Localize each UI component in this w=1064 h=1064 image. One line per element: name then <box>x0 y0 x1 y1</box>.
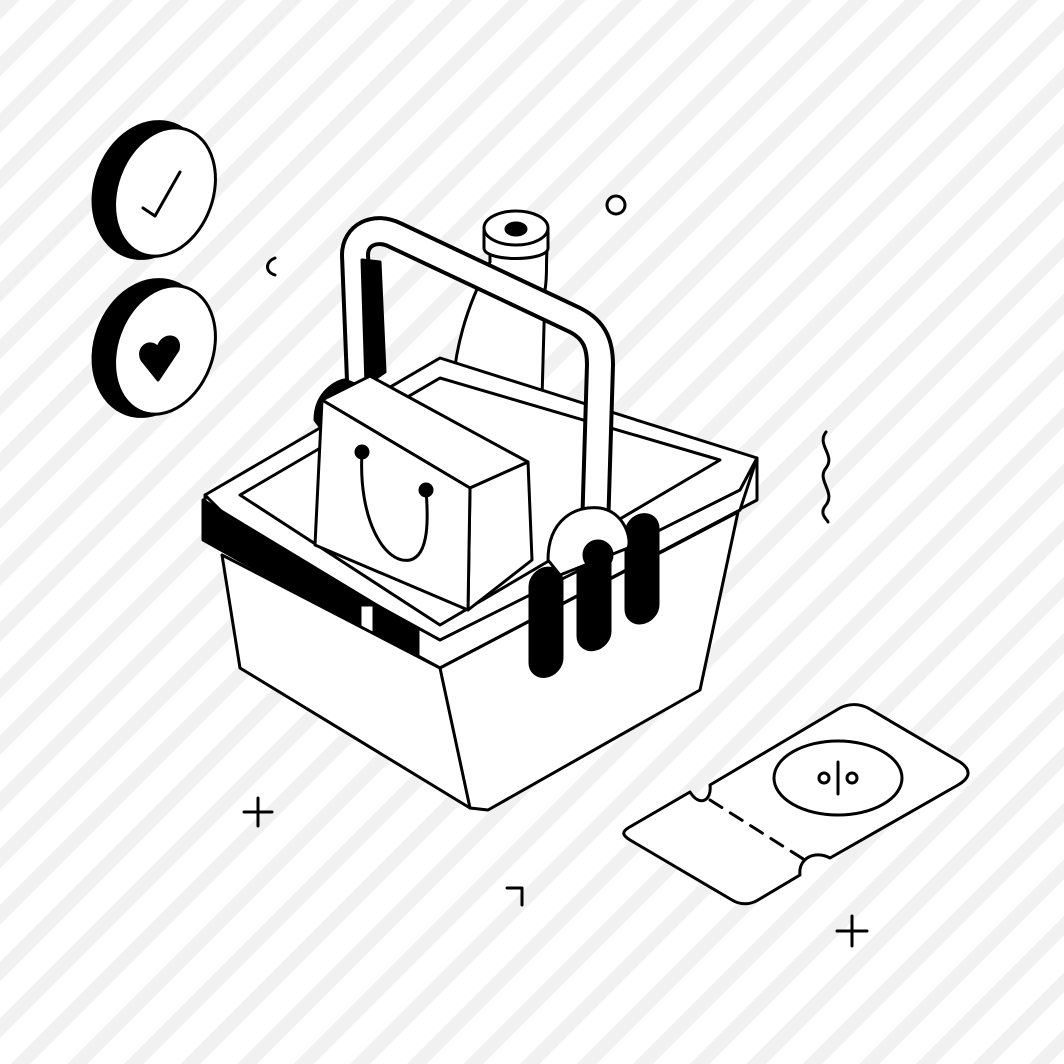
check-badge-icon <box>91 120 217 260</box>
sparkle-icon <box>242 194 869 948</box>
shopping-basket-icon <box>201 216 759 812</box>
shopping-bag-icon <box>313 374 534 612</box>
discount-coupon-icon <box>622 703 970 906</box>
heart-badge-icon <box>91 278 217 418</box>
